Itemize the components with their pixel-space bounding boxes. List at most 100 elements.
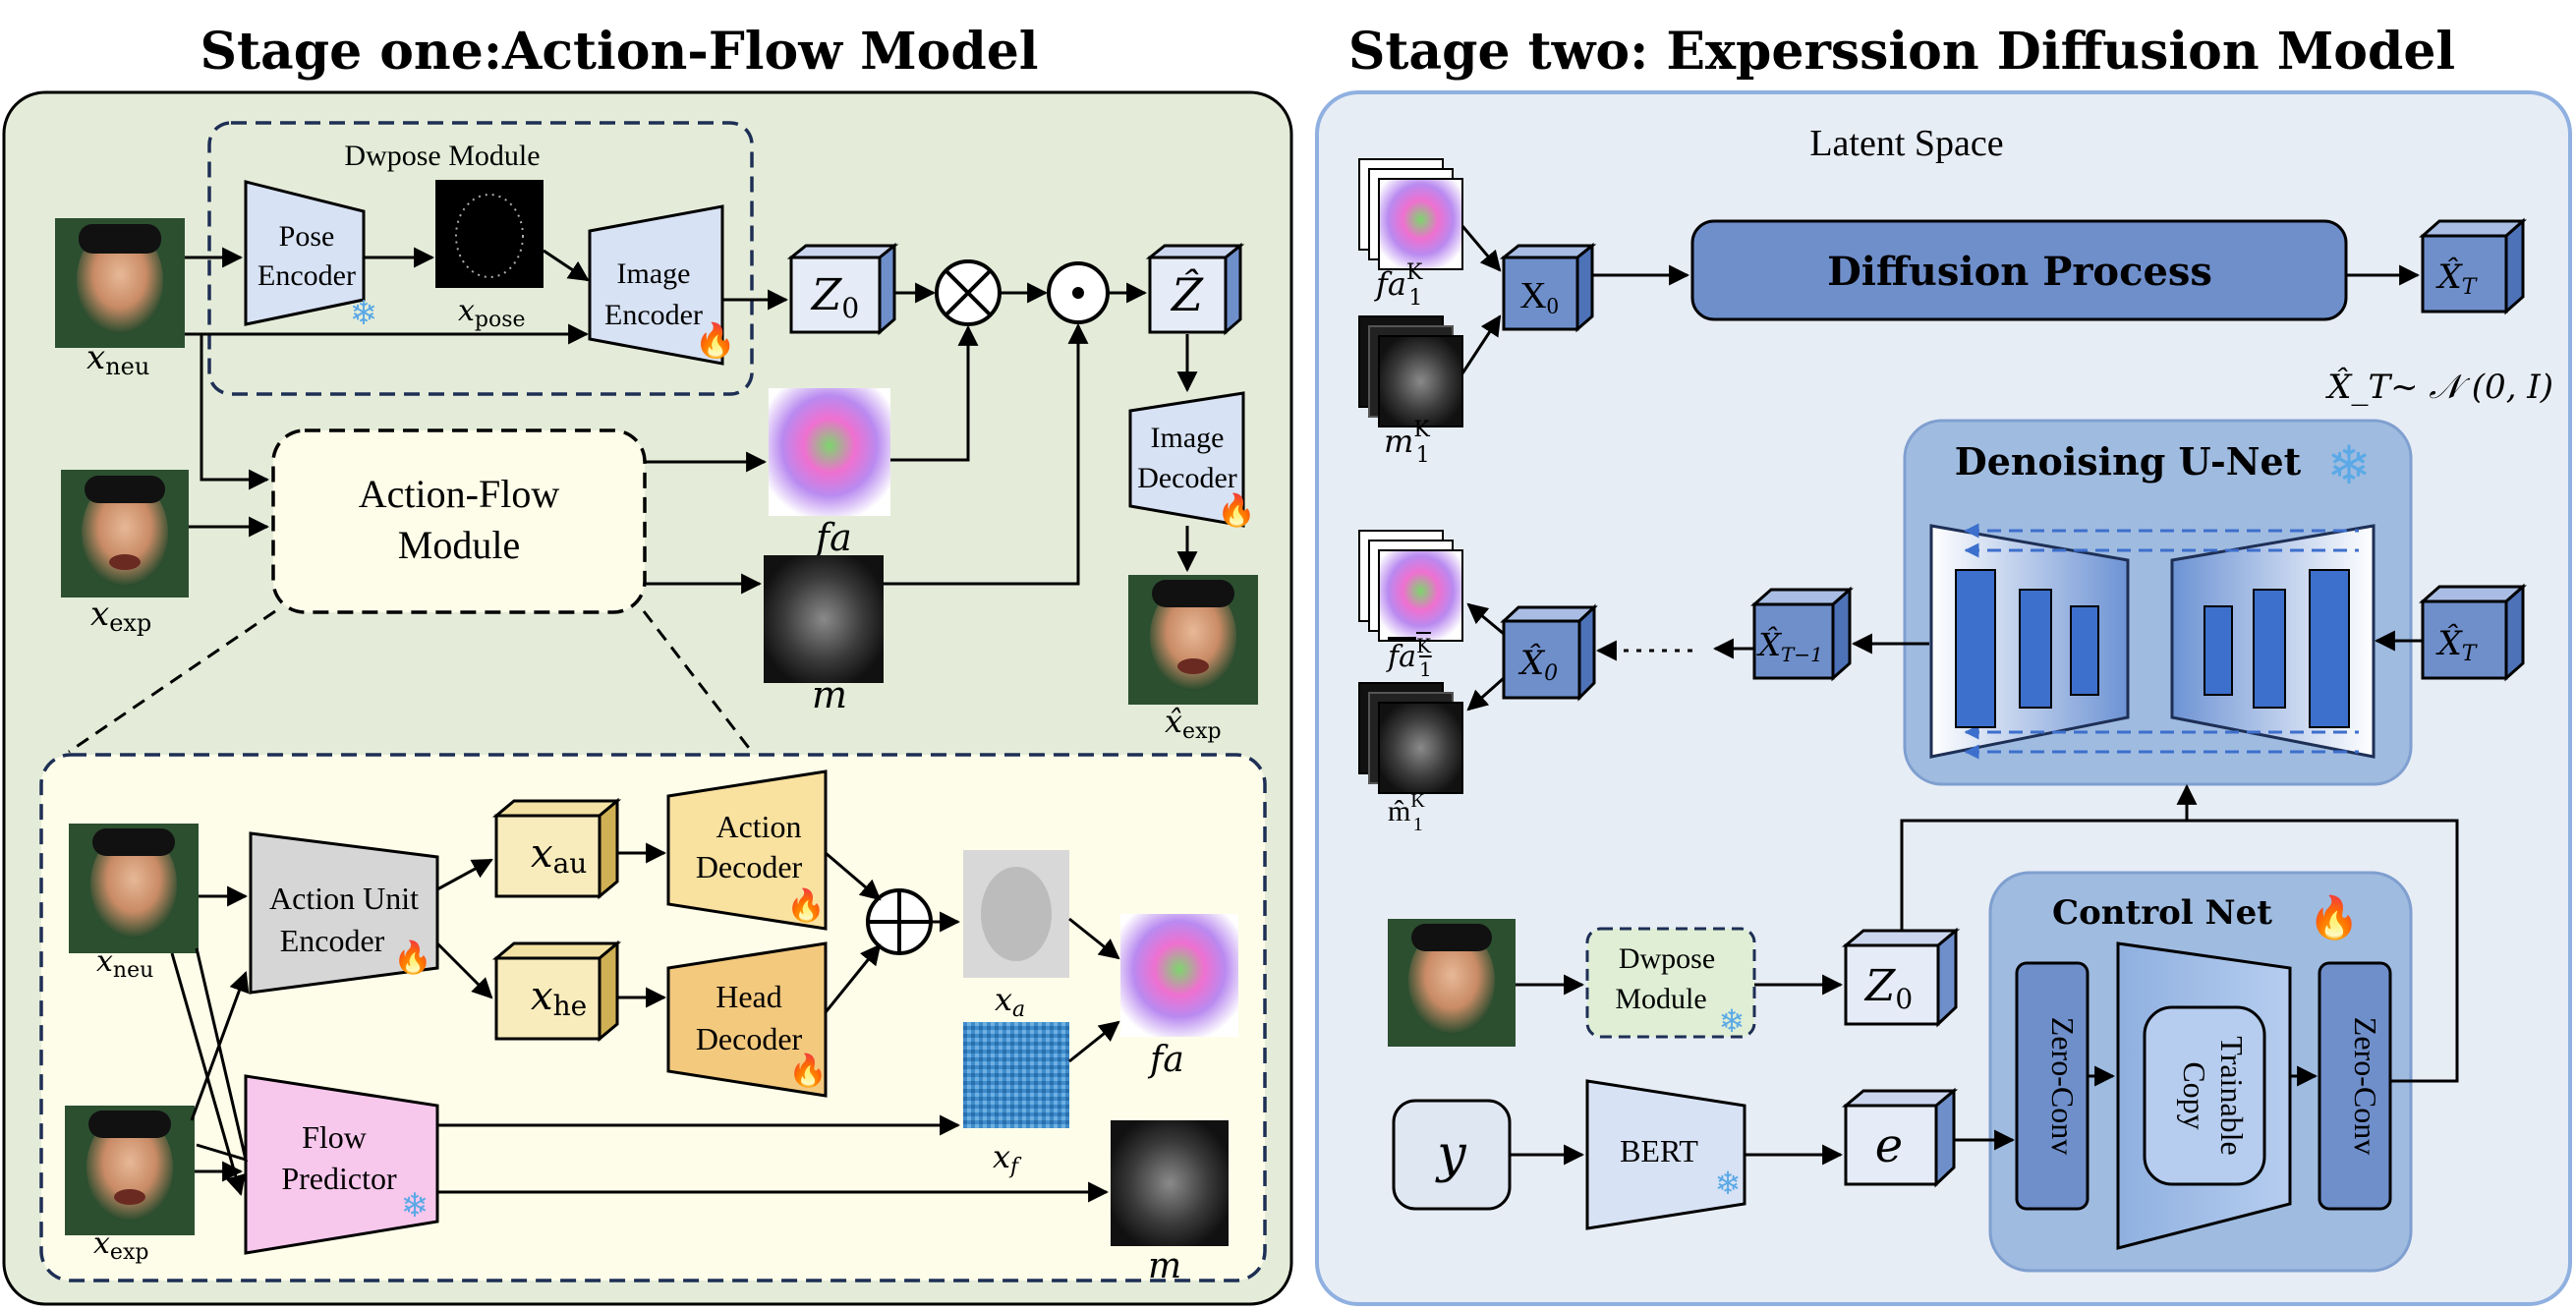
denoising-unet-label: Denoising U-Net <box>1955 439 2302 484</box>
detail-fa-label: fa <box>1147 1040 1184 1080</box>
e-cube <box>1841 1087 1959 1188</box>
m-label: m <box>812 673 847 716</box>
action-unit-encoder <box>249 831 439 995</box>
zero-conv-right <box>2318 961 2392 1211</box>
au-encoder-label-1: Action Unit <box>269 881 419 916</box>
otimes-cross <box>944 268 993 317</box>
x-neu-label: xneu <box>86 338 149 380</box>
stage-two-arrows <box>1460 225 2459 1166</box>
fire-icon: 🔥 <box>393 940 432 975</box>
head-decoder <box>666 941 828 1098</box>
action-flow-label-1: Action-Flow <box>359 472 560 516</box>
fire-icon: 🔥 <box>2309 893 2360 941</box>
x-exp-label: xexp <box>90 595 151 637</box>
detail-m-image <box>1111 1120 1229 1246</box>
image-encoder-label-1: Image <box>617 257 691 290</box>
x-au-label: xau <box>531 831 587 880</box>
action-flow-label-2: Module <box>398 523 520 567</box>
image-encoder <box>588 204 724 366</box>
fire-icon: 🔥 <box>695 321 736 360</box>
z0-label: Z0 <box>810 270 859 324</box>
zoom-line-left <box>68 609 276 754</box>
bert-encoder <box>1585 1079 1746 1230</box>
odot-dot <box>1072 287 1084 299</box>
e-label: e <box>1875 1118 1903 1173</box>
xhatT-right-label: X̂T <box>2435 623 2479 666</box>
noise-distribution: X̂_T~ 𝒩 (0, I) <box>2324 367 2553 407</box>
stage-two-dwpose-label-2: Module <box>1615 983 1706 1015</box>
zhat-label: Ẑ <box>1170 267 1204 321</box>
xhatT-top-label: X̂T <box>2435 256 2479 300</box>
action-flow-detail-box <box>39 753 1267 1282</box>
head-decoder-label-2: Decoder <box>696 1021 803 1056</box>
face-stage-two <box>1388 919 1516 1047</box>
x-a-face-shade <box>981 867 1052 961</box>
m-image <box>764 555 884 683</box>
fire-icon: 🔥 <box>788 1053 828 1088</box>
xhatT-right-cube <box>2419 583 2527 682</box>
x-a-label: xa <box>995 981 1025 1022</box>
detail-arrows <box>170 842 1120 1203</box>
snowflake-icon: ❄ <box>350 296 378 332</box>
pose-encoder-label-2: Encoder <box>258 259 356 292</box>
action-decoder-label-1: Action <box>716 809 801 844</box>
dwpose-module-label: Dwpose Module <box>344 140 540 172</box>
pose-keypoints-dots <box>455 194 524 278</box>
unet-block <box>2019 589 2052 709</box>
zero-conv-right-label: Zero-Conv <box>2348 1017 2383 1155</box>
fire-icon: 🔥 <box>1217 492 1256 528</box>
z0-cube <box>786 242 899 336</box>
face-x-exp <box>61 470 189 598</box>
zero-conv-left-label: Zero-Conv <box>2045 1017 2081 1155</box>
pose-keypoints-image <box>435 180 544 288</box>
stage-one-arrows <box>185 247 1198 595</box>
xhat-exp-label: x̂exp <box>1165 703 1222 744</box>
flow-predictor-label-2: Predictor <box>281 1161 397 1196</box>
xhatT1-cube <box>1750 586 1854 682</box>
snowflake-icon: ❄ <box>1719 1003 1746 1039</box>
stage-two-dwpose-label-1: Dwpose <box>1619 942 1715 975</box>
pose-encoder-label-1: Pose <box>279 220 335 253</box>
snowflake-icon: ❄ <box>1715 1166 1742 1201</box>
action-decoder-label-2: Decoder <box>696 849 803 884</box>
trainable-copy-label-1: Trainable <box>2214 1036 2250 1155</box>
unet-block <box>2309 569 2350 728</box>
unet-block <box>2253 589 2286 709</box>
flow-predictor-label-1: Flow <box>302 1119 367 1155</box>
diffusion-process-label: Diffusion Process <box>1827 249 2212 295</box>
trainable-copy <box>2143 1005 2266 1186</box>
stage-two-z0-cube <box>1841 927 1961 1028</box>
skip-connections <box>1964 523 2359 760</box>
x-he-label: xhe <box>531 974 587 1022</box>
unet-block <box>1955 569 1996 728</box>
x0-label: X0 <box>1519 275 1558 319</box>
image-decoder-label-2: Decoder <box>1137 462 1237 494</box>
pose-encoder <box>244 180 366 326</box>
unet-block <box>2204 605 2233 696</box>
control-net-label: Control Net <box>2052 893 2272 933</box>
unet-block <box>2070 605 2099 696</box>
mhat1k-stack <box>1358 682 1463 794</box>
face-detail-x-neu <box>69 824 199 953</box>
x-au-cube <box>491 797 622 900</box>
image-decoder <box>1128 391 1245 528</box>
fa-image <box>769 388 890 516</box>
x0-cube <box>1499 242 1597 333</box>
oplus-cross <box>868 890 931 953</box>
xhat0-label: X̂0 <box>1517 643 1558 686</box>
snowflake-icon: ❄ <box>2326 436 2371 495</box>
xhat0-cube <box>1500 603 1598 702</box>
m1k-stack <box>1358 315 1463 427</box>
dwpose-module-box <box>207 121 754 396</box>
y-label: y <box>1435 1125 1466 1184</box>
latent-space-label: Latent Space <box>1809 123 2003 164</box>
detail-fa-image <box>1120 914 1238 1037</box>
face-detail-x-exp <box>65 1106 195 1235</box>
stage-two-title: Stage two: Experssion Diffusion Model <box>1348 22 2455 82</box>
xhatT1-label: X̂T−1 <box>1755 626 1823 666</box>
